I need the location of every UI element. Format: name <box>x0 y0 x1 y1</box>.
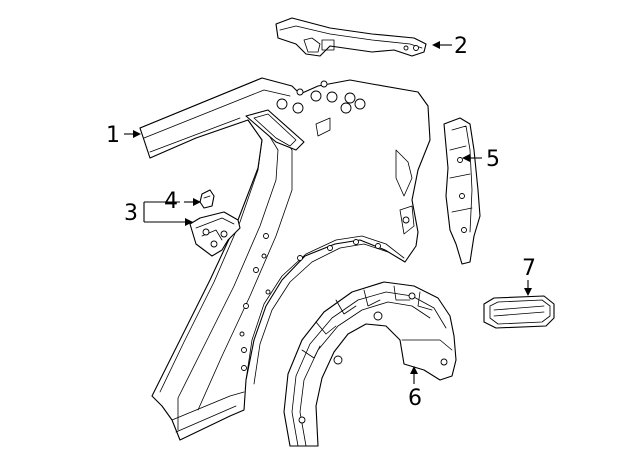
fuel-door[interactable] <box>483 295 555 329</box>
small-clip[interactable] <box>199 189 215 209</box>
callout-leader-3 <box>143 201 193 226</box>
callout-leader-6 <box>410 366 418 384</box>
callout-leader-4 <box>184 198 201 206</box>
wheel-liner[interactable] <box>283 281 457 447</box>
bracket-assembly[interactable] <box>189 211 241 257</box>
callout-5: 5 <box>486 147 500 172</box>
quarter-panel[interactable] <box>139 77 431 441</box>
callout-4: 4 <box>164 189 178 214</box>
callout-leader-2 <box>432 41 452 49</box>
callout-1: 1 <box>106 123 120 148</box>
callout-2: 2 <box>454 34 468 59</box>
callout-7: 7 <box>522 256 536 281</box>
callout-leader-1 <box>124 130 141 138</box>
callout-leader-7 <box>524 280 532 296</box>
upper-rail-reinforcement[interactable] <box>275 17 427 57</box>
side-reinforcement[interactable] <box>443 117 481 265</box>
callout-leader-5 <box>462 154 482 162</box>
callout-6: 6 <box>408 386 422 411</box>
callout-3: 3 <box>124 201 138 226</box>
